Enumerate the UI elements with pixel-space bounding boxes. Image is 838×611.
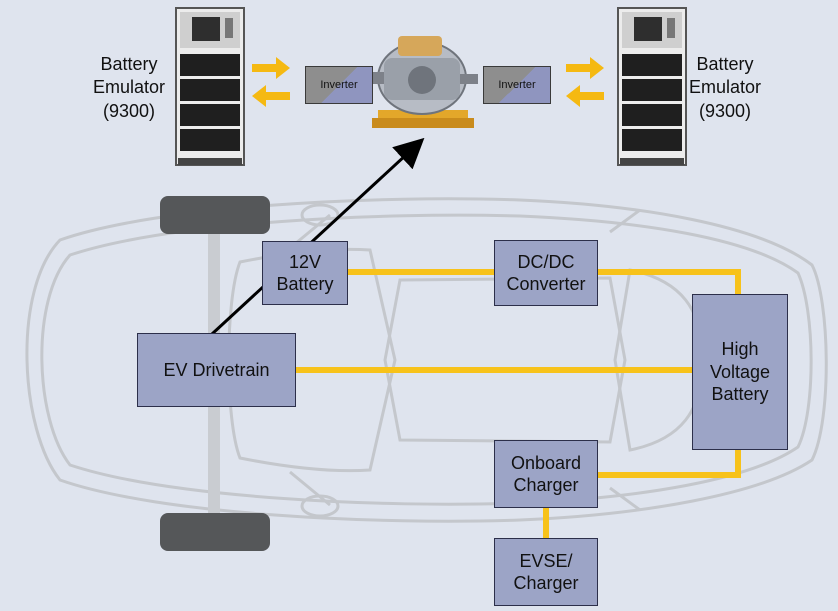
evse-charger: EVSE/ Charger — [494, 538, 598, 606]
electric-motor-icon — [368, 36, 478, 128]
battery-emulator-right-label: Battery Emulator (9300) — [688, 54, 762, 121]
battery-emulator-cabinet-icon — [617, 7, 687, 166]
wheel-icon — [160, 513, 270, 551]
inverter-left: Inverter — [305, 66, 373, 104]
onboard-charger: Onboard Charger — [494, 440, 598, 508]
ev-drivetrain: EV Drivetrain — [137, 333, 296, 407]
power-flow-arrows-right — [566, 57, 604, 107]
inverter-right: Inverter — [483, 66, 551, 104]
battery-emulator-left-label: Battery Emulator (9300) — [92, 54, 166, 121]
power-wires — [296, 269, 741, 538]
mirror-top-icon — [300, 203, 340, 227]
wheel-icon — [160, 196, 270, 234]
mirror-bottom-icon — [300, 494, 340, 518]
battery-12v: 12V Battery — [262, 241, 348, 305]
dcdc-converter: DC/DC Converter — [494, 240, 598, 306]
link-arrow — [210, 137, 425, 336]
power-flow-arrows-left — [252, 57, 290, 107]
high-voltage-battery: High Voltage Battery — [692, 294, 788, 450]
battery-emulator-cabinet-icon — [175, 7, 245, 166]
